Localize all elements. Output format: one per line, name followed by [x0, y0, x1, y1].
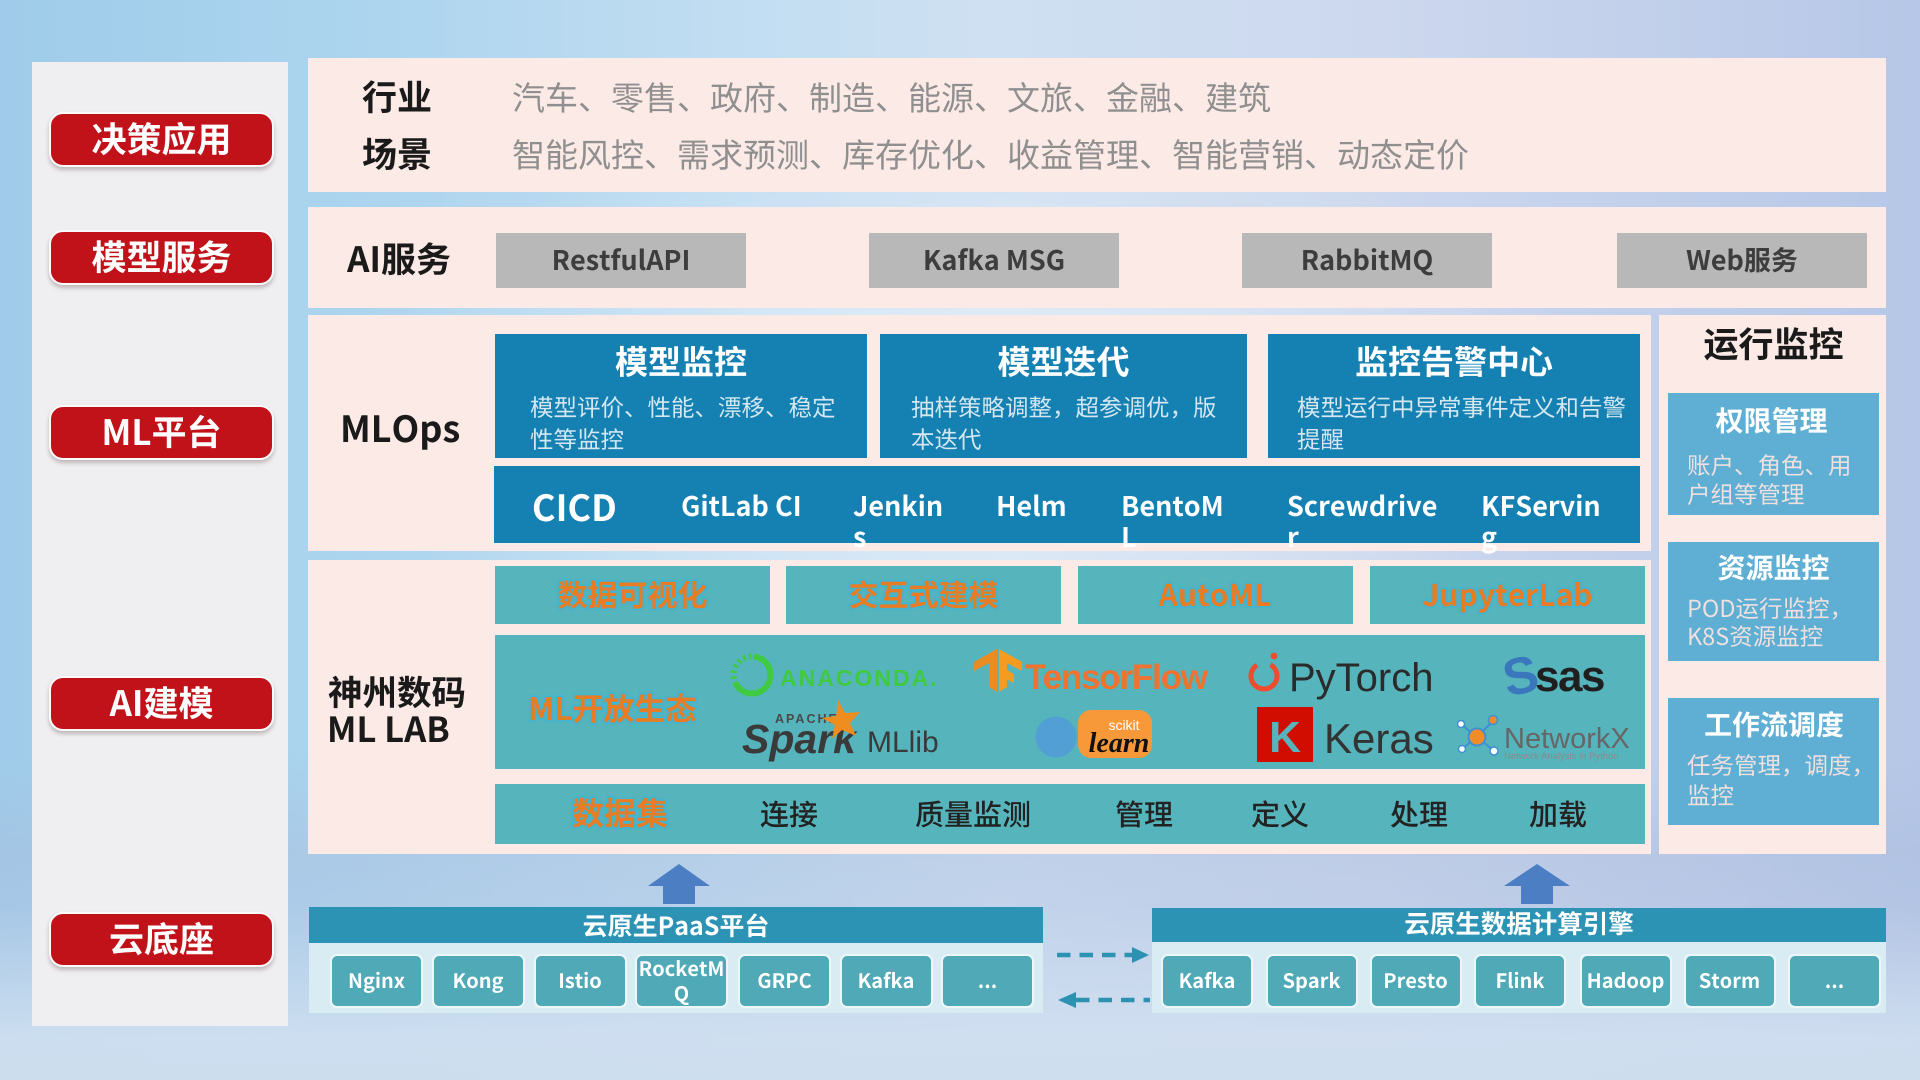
svg-text:sas: sas — [1535, 652, 1604, 701]
svg-text:K: K — [1269, 713, 1301, 762]
svg-text:scikit: scikit — [1108, 717, 1139, 733]
svg-text:NetworkX: NetworkX — [1504, 723, 1630, 755]
svg-text:TensorFlow: TensorFlow — [1025, 658, 1209, 697]
svg-text:PyTorch: PyTorch — [1289, 656, 1434, 700]
svg-text:learn: learn — [1089, 728, 1150, 759]
svg-text:Keras: Keras — [1324, 715, 1434, 762]
svg-text:MLlib: MLlib — [867, 726, 939, 759]
svg-text:Network Analysis in Python: Network Analysis in Python — [1504, 751, 1619, 762]
svg-text:APACHE: APACHE — [775, 712, 839, 726]
svg-text:ANACONDA.: ANACONDA. — [780, 665, 939, 691]
